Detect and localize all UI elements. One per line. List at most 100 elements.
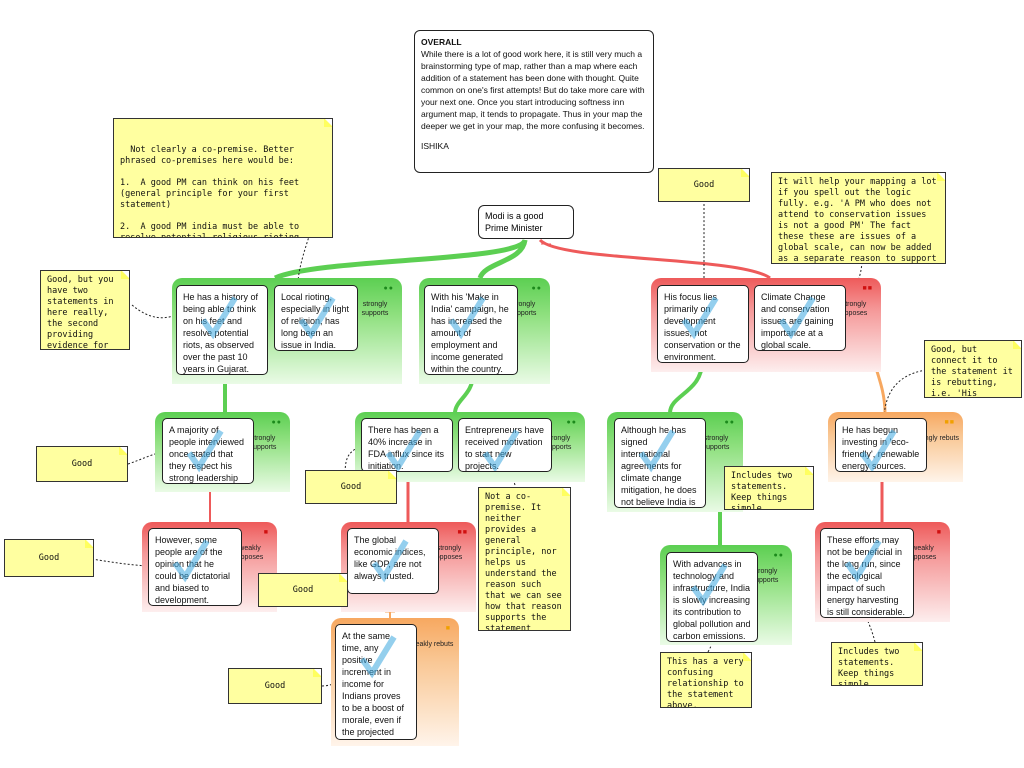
claim-text: Local rioting, especially in light of re… <box>281 292 350 350</box>
root-claim-text: Modi is a good Prime Minister <box>485 211 544 233</box>
claim-rioting[interactable]: Local rioting, especially in light of re… <box>274 285 358 351</box>
note-text: Good <box>693 179 715 190</box>
note-not-a-co-premise[interactable]: Not a co-premise. It neither provides a … <box>478 487 571 631</box>
note-text: It will help your mapping a lot if you s… <box>778 177 937 264</box>
note-good-c[interactable]: Good <box>305 470 397 504</box>
note-text: Good <box>71 458 93 469</box>
relation-label: strongly rebuts <box>913 435 959 442</box>
note-fold-icon <box>339 574 347 582</box>
link-root-to-environment <box>538 238 771 280</box>
claim-gujarat[interactable]: He has a history of being able to think … <box>176 285 268 375</box>
note-fold-icon <box>562 488 570 496</box>
group-indicator: ■■ <box>944 419 955 426</box>
note-arrow-good-e <box>321 682 338 687</box>
group-indicator: ●● <box>724 419 735 426</box>
claim-interviewed[interactable]: A majority of people interviewed once st… <box>162 418 254 484</box>
claim-development-focus[interactable]: His focus lies primarily on development … <box>657 285 749 363</box>
overall-body: While there is a lot of good work here, … <box>421 49 645 131</box>
claim-text: The global economic indices, like GDP, a… <box>354 535 426 581</box>
group-indicator: ●● <box>271 419 282 426</box>
group-indicator: ●● <box>773 552 784 559</box>
claim-make-in-india[interactable]: With his 'Make in India' campaign, he ha… <box>424 285 518 375</box>
note-text: Not a co-premise. It neither provides a … <box>485 492 562 631</box>
claim-not-beneficial[interactable]: These efforts may not be beneficial in t… <box>820 528 914 618</box>
claim-dictatorial[interactable]: However, some people are of the opinion … <box>148 528 242 606</box>
relation-label: weakly rebuts <box>410 641 454 648</box>
claim-eco-friendly[interactable]: He has begun investing in 'eco-friendly'… <box>835 418 927 472</box>
claim-gdp-trust[interactable]: The global economic indices, like GDP, a… <box>347 528 439 594</box>
group-indicator: ■ <box>445 625 451 632</box>
claim-income-morale[interactable]: At the same time, any positive increment… <box>335 624 417 740</box>
claim-text: Entrepreneurs have received motivation t… <box>465 425 545 471</box>
note-text: This has a very confusing relationship t… <box>667 657 744 708</box>
note-good-d[interactable]: Good <box>258 573 348 607</box>
note-co-premise[interactable]: Not clearly a co-premise. Better phrased… <box>113 118 333 238</box>
group-indicator: ■■ <box>457 529 468 536</box>
note-text: Good <box>38 552 60 563</box>
note-arrow-good-b <box>91 558 149 567</box>
note-arrow-two-statements <box>131 304 179 319</box>
note-includes-two-statements-2[interactable]: Includes two statements. Keep things sim… <box>831 642 923 686</box>
relation-label: strongly supports <box>751 568 779 584</box>
group-indicator: ■■ <box>862 285 873 292</box>
claim-climate-agreements[interactable]: Although he has signed international agr… <box>614 418 706 508</box>
root-claim[interactable]: Modi is a good Prime Minister <box>478 205 574 239</box>
claim-text: With his 'Make in India' campaign, he ha… <box>431 292 509 374</box>
relation-label: strongly supports <box>249 435 277 451</box>
note-fold-icon <box>743 653 751 661</box>
note-confusing-relationship[interactable]: This has a very confusing relationship t… <box>660 652 752 708</box>
overall-assessment[interactable]: OVERALL While there is a lot of good wor… <box>414 30 654 173</box>
claim-text: Climate Change and conservation issues a… <box>761 292 834 350</box>
link-root-to-economy <box>477 239 528 280</box>
note-fold-icon <box>119 447 127 455</box>
relation-label: strongly opposes <box>840 301 868 317</box>
note-spell-out-logic[interactable]: It will help your mapping a lot if you s… <box>771 172 946 264</box>
note-fold-icon <box>324 119 332 127</box>
claim-fdi-increase[interactable]: There has been a 40% increase in FDA inf… <box>361 418 453 472</box>
claim-text: He has a history of being able to think … <box>183 292 259 374</box>
note-text: Good <box>292 584 314 595</box>
note-fold-icon <box>914 643 922 651</box>
relation-label: strongly supports <box>544 435 572 451</box>
note-fold-icon <box>388 471 396 479</box>
note-text: Good, but you have two statements in her… <box>47 275 114 350</box>
claim-text: He has begun investing in 'eco-friendly'… <box>842 425 920 471</box>
note-fold-icon <box>741 169 749 177</box>
claim-text: His focus lies primarily on development … <box>664 292 741 362</box>
note-text: Good <box>264 680 286 691</box>
claim-infrastructure[interactable]: With advances in technology and infrastr… <box>666 552 758 642</box>
relation-label: strongly supports <box>361 301 389 317</box>
group-indicator: ■ <box>936 529 942 536</box>
note-arrow-confusing <box>707 641 713 653</box>
note-fold-icon <box>1013 341 1021 349</box>
claim-text: At the same time, any positive increment… <box>342 631 405 737</box>
note-includes-two-statements-1[interactable]: Includes two statements. Keep things sim… <box>724 466 814 510</box>
note-text: Good <box>340 481 362 492</box>
claim-entrepreneurs[interactable]: Entrepreneurs have received motivation t… <box>458 418 552 472</box>
note-good-top[interactable]: Good <box>658 168 750 202</box>
relation-label: strongly opposes <box>435 545 463 561</box>
overall-signature: ISHIKA <box>421 141 449 151</box>
note-good-b[interactable]: Good <box>4 539 94 577</box>
note-connect-rebuttal[interactable]: Good, but connect it to the statement it… <box>924 340 1022 398</box>
note-fold-icon <box>121 271 129 279</box>
relation-label: strongly supports <box>702 435 730 451</box>
note-good-a[interactable]: Good <box>36 446 128 482</box>
claim-text: However, some people are of the opinion … <box>155 535 231 605</box>
note-fold-icon <box>805 467 813 475</box>
group-indicator: ●● <box>531 285 542 292</box>
group-indicator: ●● <box>566 419 577 426</box>
note-fold-icon <box>937 173 945 181</box>
note-fold-icon <box>313 669 321 677</box>
claim-climate-change[interactable]: Climate Change and conservation issues a… <box>754 285 846 351</box>
note-two-statements[interactable]: Good, but you have two statements in her… <box>40 270 130 350</box>
group-indicator: ■ <box>263 529 269 536</box>
note-good-e[interactable]: Good <box>228 668 322 704</box>
note-text: Includes two statements. Keep things sim… <box>731 471 793 510</box>
relation-label: strongly supports <box>509 301 537 317</box>
claim-text: Although he has signed international agr… <box>621 425 697 507</box>
note-arrow-connect <box>883 369 927 419</box>
relation-label: weakly opposes <box>236 545 264 561</box>
group-indicator: ●● <box>383 285 394 292</box>
note-text: Includes two statements. Keep things sim… <box>838 647 900 686</box>
